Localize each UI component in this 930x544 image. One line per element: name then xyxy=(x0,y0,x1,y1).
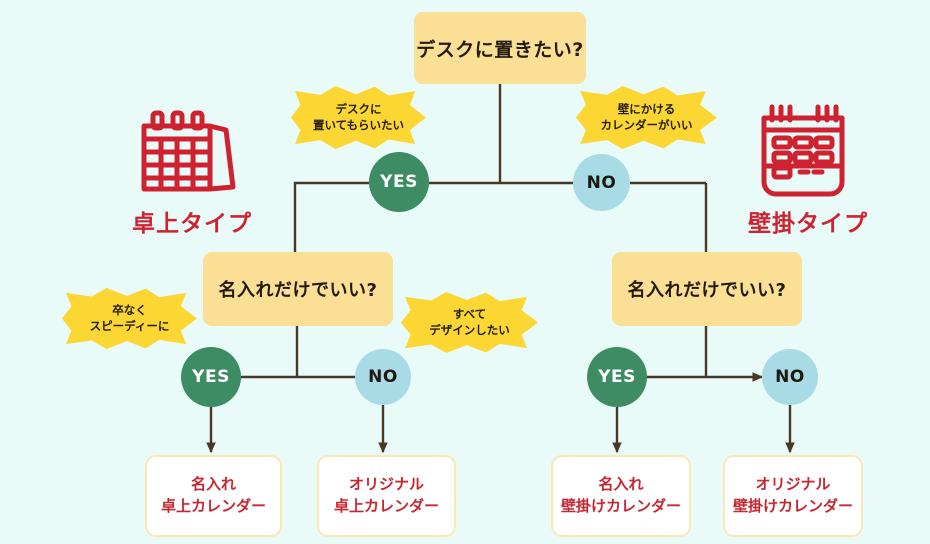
result-line-2: 壁掛けカレンダー xyxy=(560,497,681,515)
result-line-1: オリジナル xyxy=(755,475,831,494)
callout-line-1: 壁にかける xyxy=(617,101,676,116)
result-line-1: オリジナル xyxy=(348,475,424,494)
answer-node-no-wall[interactable]: NO xyxy=(762,349,818,405)
answer-node-yes-desk[interactable]: YES xyxy=(181,347,241,407)
type-label-desk: 卓上タイプ xyxy=(132,211,252,237)
result-box-named-desk[interactable]: 名入れ 卓上カレンダー xyxy=(145,455,282,537)
callout-line-2: デザインしたい xyxy=(429,322,510,337)
answer-node-yes-top[interactable]: YES xyxy=(369,152,429,212)
callout-line-2: 置いてもらいたい xyxy=(312,117,405,132)
callout-line-2: スピーディーに xyxy=(89,318,170,333)
callout-wall-wish: 壁にかける カレンダーがいい xyxy=(576,86,717,149)
result-box-original-wall[interactable]: オリジナル 壁掛けカレンダー xyxy=(723,455,863,537)
result-line-2: 卓上カレンダー xyxy=(160,497,266,515)
result-line-2: 壁掛けカレンダー xyxy=(732,497,853,515)
callout-speedy: 卒なく スピーディーに xyxy=(62,288,197,349)
type-block-wall: 壁掛タイプ xyxy=(738,104,878,238)
question-box-wall-branch[interactable]: 名入れだけでいい? xyxy=(612,252,802,326)
answer-node-no-top[interactable]: NO xyxy=(573,154,630,211)
answer-node-no-desk[interactable]: NO xyxy=(355,349,411,405)
wall-calendar-icon xyxy=(761,104,845,197)
result-line-1: 名入れ xyxy=(598,475,644,494)
type-block-desk: 卓上タイプ xyxy=(122,108,262,238)
callout-line-1: すべて xyxy=(452,306,487,321)
question-box-desk-branch[interactable]: 名入れだけでいい? xyxy=(203,252,393,326)
callout-line-2: カレンダーがいい xyxy=(600,117,693,132)
callout-line-1: デスクに xyxy=(335,101,382,116)
result-box-named-wall[interactable]: 名入れ 壁掛けカレンダー xyxy=(551,455,691,537)
question-box-top[interactable]: デスクに置きたい? xyxy=(414,12,586,84)
callout-full-design: すべて デザインしたい xyxy=(401,292,538,353)
callout-line-1: 卒なく xyxy=(112,302,147,317)
type-label-wall: 壁掛タイプ xyxy=(748,211,868,237)
desk-calendar-icon xyxy=(141,110,236,192)
result-line-2: 卓上カレンダー xyxy=(333,497,439,515)
result-line-1: 名入れ xyxy=(190,475,236,494)
callout-desk-wish: デスクに 置いてもらいたい xyxy=(291,86,426,149)
answer-node-yes-wall[interactable]: YES xyxy=(587,347,647,407)
result-box-original-desk[interactable]: オリジナル 卓上カレンダー xyxy=(317,455,456,537)
